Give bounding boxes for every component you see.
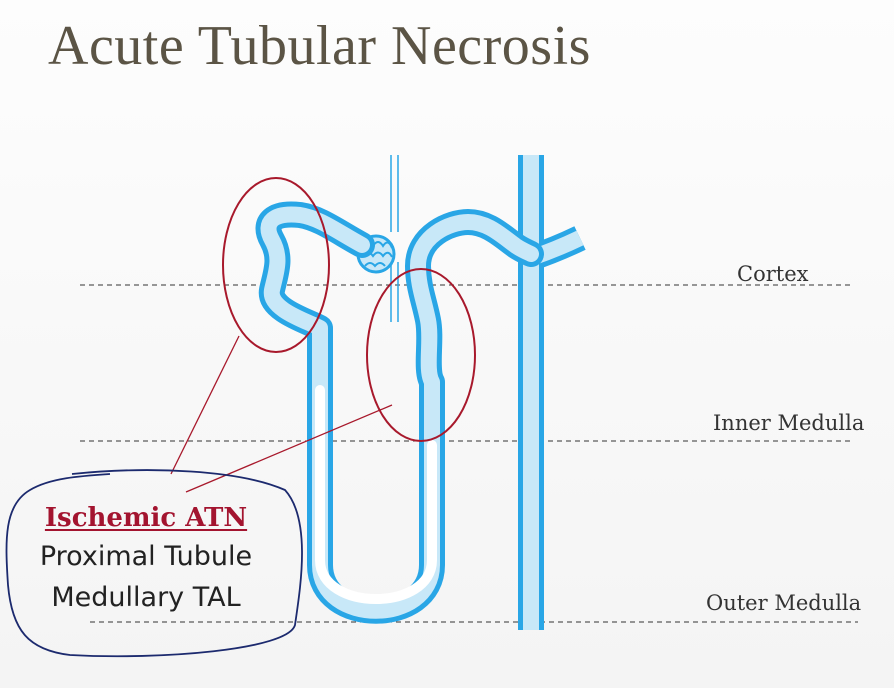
collecting-duct [518, 155, 586, 630]
medullary-tal-highlight [366, 268, 476, 442]
callout-heading: Ischemic ATN [44, 503, 248, 533]
callout-line-medullary-tal: Medullary TAL [51, 582, 241, 613]
cortex-label: Cortex [737, 262, 809, 286]
pointer-line-proximal [170, 335, 240, 475]
inner-medulla-label: Inner Medulla [713, 411, 865, 435]
proximal-tubule-highlight [222, 177, 330, 353]
slide-title: Acute Tubular Necrosis [48, 15, 591, 77]
pointer-line-tal [185, 404, 393, 493]
callout-outline [5, 469, 303, 658]
outer-medulla-label: Outer Medulla [706, 591, 862, 615]
nephron-tubule [255, 201, 544, 624]
callout-line-proximal-tubule: Proximal Tubule [39, 541, 253, 572]
arterioles [390, 155, 399, 322]
